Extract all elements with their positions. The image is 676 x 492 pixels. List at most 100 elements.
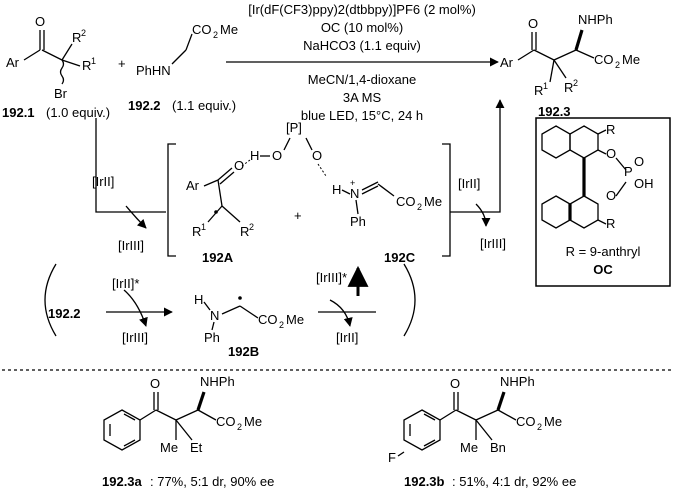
svg-text:CO: CO xyxy=(192,22,212,37)
svg-text:R: R xyxy=(240,224,249,239)
svg-text:Ph: Ph xyxy=(350,214,366,229)
svg-text:1: 1 xyxy=(201,222,206,232)
svg-text:Ar: Ar xyxy=(186,178,200,193)
svg-text:P: P xyxy=(624,164,633,179)
svg-text:Me: Me xyxy=(460,440,478,455)
svg-text:CO: CO xyxy=(258,312,278,327)
svg-text:CO: CO xyxy=(516,414,536,429)
svg-text:O: O xyxy=(528,16,538,31)
right-paren xyxy=(403,263,416,337)
svg-text:2: 2 xyxy=(417,202,422,212)
ir-ii-star-label: [IrII]* xyxy=(112,276,139,291)
svg-text:R: R xyxy=(606,216,615,231)
catalyst-name: OC xyxy=(593,262,613,277)
svg-text:CO: CO xyxy=(396,194,416,209)
svg-text:O: O xyxy=(634,154,644,169)
left-paren xyxy=(44,263,57,337)
right-connector-arrow xyxy=(450,99,505,213)
svg-text:1: 1 xyxy=(91,56,96,66)
svg-text:2: 2 xyxy=(249,222,254,232)
svg-text:O: O xyxy=(234,158,244,173)
reactant-1-label: 192.1 xyxy=(2,105,35,120)
intermediate-c-label: 192C xyxy=(384,250,416,265)
ir-iii-star-label: [IrIII]* xyxy=(316,270,347,285)
svg-text:N: N xyxy=(350,186,359,201)
svg-text:Me: Me xyxy=(286,312,304,327)
left-connector-line xyxy=(95,118,166,213)
svg-text:2: 2 xyxy=(537,422,542,432)
svg-text:Me: Me xyxy=(160,440,178,455)
right-ir-ii-label: [IrII] xyxy=(458,176,480,191)
svg-text:H: H xyxy=(332,182,341,197)
svg-text:O: O xyxy=(606,146,616,161)
svg-text:Me: Me xyxy=(424,194,442,209)
svg-text:2: 2 xyxy=(213,30,218,40)
example-a-label: 192.3a xyxy=(102,474,143,489)
svg-text:O: O xyxy=(606,188,616,203)
left-ir-iii-label: [IrIII] xyxy=(118,238,144,253)
left-ir-ii-label: [IrII] xyxy=(92,174,114,189)
right-bracket xyxy=(442,143,451,257)
intermediate-b-label: 192B xyxy=(228,344,259,359)
condition-catalyst: [Ir(dF(CF3)ppy)2(dtbbpy)]PF6 (2 mol%) xyxy=(248,2,476,17)
svg-text:Me: Me xyxy=(622,52,640,67)
condition-oc-loading: OC (10 mol%) xyxy=(321,20,403,35)
svg-text:R: R xyxy=(72,30,81,45)
ir-ii-lower-label: [IrII] xyxy=(336,330,358,345)
svg-text:O: O xyxy=(450,376,460,391)
example-b-result: : 51%, 4:1 dr, 92% ee xyxy=(452,474,576,489)
catalyst-box xyxy=(535,117,671,287)
svg-text:Bn: Bn xyxy=(490,440,506,455)
svg-text:2: 2 xyxy=(279,320,284,330)
svg-text:R: R xyxy=(534,83,543,98)
svg-text:O: O xyxy=(150,376,160,391)
intermediate-a-label: 192A xyxy=(202,250,234,265)
svg-text:Br: Br xyxy=(54,86,68,101)
svg-text:H: H xyxy=(194,292,203,307)
svg-text:OH: OH xyxy=(634,176,654,191)
svg-text:Me: Me xyxy=(544,414,562,429)
svg-text:Ar: Ar xyxy=(6,55,20,70)
svg-text:F: F xyxy=(388,450,396,465)
mechanism-plus: + xyxy=(294,208,302,223)
example-a-result: : 77%, 5:1 dr, 90% ee xyxy=(150,474,274,489)
svg-text:Me: Me xyxy=(244,414,262,429)
svg-text:CO: CO xyxy=(216,414,236,429)
svg-text:CO: CO xyxy=(594,52,614,67)
svg-text:Me: Me xyxy=(220,22,238,37)
svg-text:+: + xyxy=(350,178,355,188)
svg-text:Et: Et xyxy=(190,440,203,455)
svg-text:R: R xyxy=(606,122,615,137)
svg-text:H: H xyxy=(250,148,259,163)
svg-text:R: R xyxy=(82,58,91,73)
svg-text:N: N xyxy=(210,308,219,323)
svg-text:2: 2 xyxy=(615,60,620,70)
catalyst-r-definition: R = 9-anthryl xyxy=(566,244,641,259)
svg-text:O: O xyxy=(35,14,45,29)
svg-text:PhHN: PhHN xyxy=(136,63,171,78)
svg-text:O: O xyxy=(312,148,322,163)
svg-text:192.2: 192.2 xyxy=(48,306,81,321)
svg-text:NHPh: NHPh xyxy=(500,374,535,389)
ir-iii-lower-label: [IrIII] xyxy=(122,330,148,345)
svg-text:R: R xyxy=(564,80,573,95)
product-label: 192.3 xyxy=(538,104,571,119)
reactant-2-label: 192.2 xyxy=(128,98,161,113)
ir-oxidation-curve xyxy=(329,299,353,327)
svg-text:R: R xyxy=(192,224,201,239)
oc-binol-structure: R O P O OH O R xyxy=(541,122,654,231)
svg-text:Ar: Ar xyxy=(500,55,514,70)
condition-base: NaHCO3 (1.1 equiv) xyxy=(303,38,421,53)
example-b-label: 192.3b xyxy=(404,474,445,489)
svg-text:NHPh: NHPh xyxy=(578,12,613,27)
svg-text:1: 1 xyxy=(543,81,548,91)
